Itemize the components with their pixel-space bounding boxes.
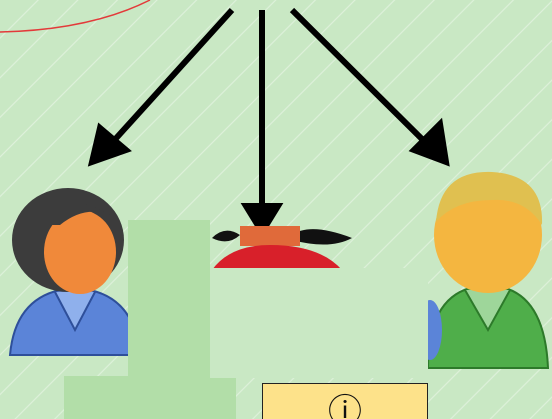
arrow-right-head (414, 124, 446, 162)
red-connector-curve (0, 0, 150, 32)
info-box-text: ⓘ (328, 392, 362, 419)
overlay-block-bottom (64, 376, 236, 419)
child-hair-left (212, 231, 240, 242)
child-avatar (212, 226, 352, 270)
child-hair-right (292, 229, 352, 244)
overlay-block-center (210, 268, 428, 378)
child-shirt (212, 245, 342, 270)
info-box: ⓘ (262, 383, 428, 419)
arrow-right-shaft (292, 10, 428, 145)
arrow-left-shaft (110, 10, 232, 145)
arrows (92, 10, 446, 232)
child-head (240, 226, 300, 246)
woman-avatar (10, 188, 140, 355)
man-avatar (418, 172, 548, 368)
